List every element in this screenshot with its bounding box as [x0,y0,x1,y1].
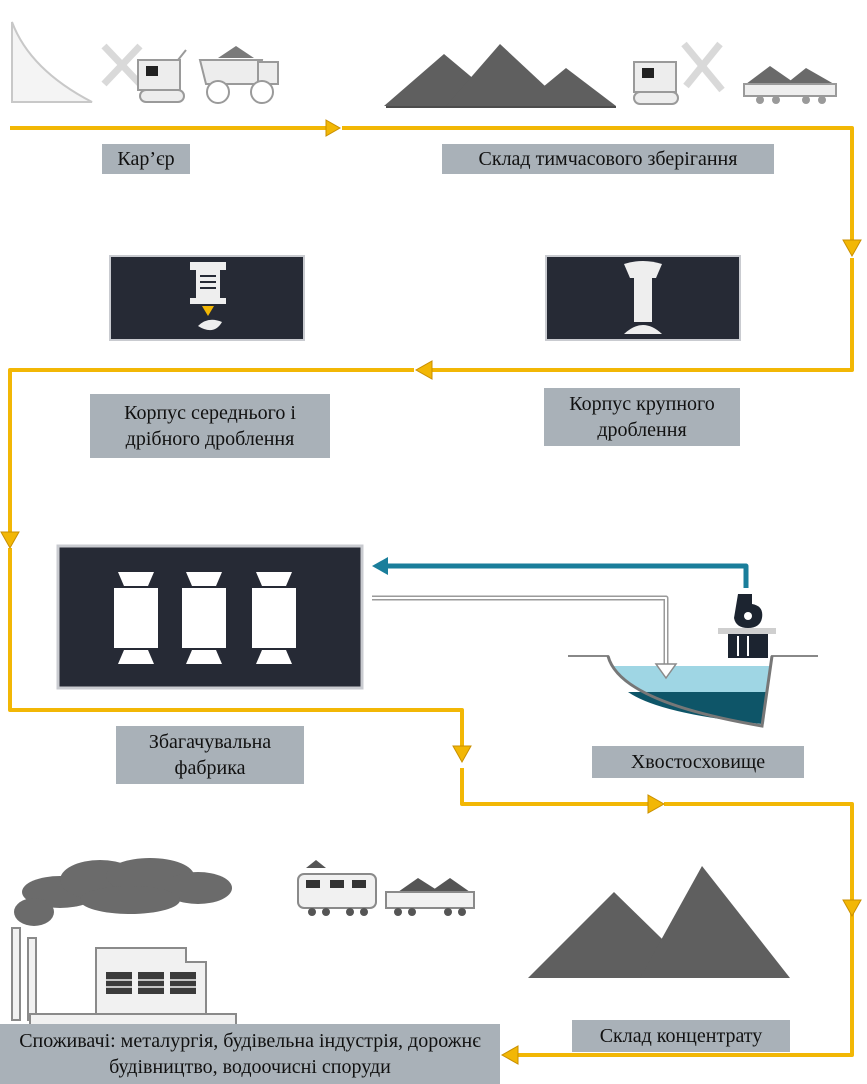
tailings-flow-line [372,595,678,680]
enrichment-plant-panel [56,544,364,690]
stockpile-icon [384,44,616,108]
excavator-icon [101,43,187,103]
arrow-right-icon [647,794,666,814]
label-temporary-storage: Склад тимчасового зберігання [442,144,774,174]
factory-icon [11,927,237,1027]
water-return-line [372,557,749,588]
gyratory-crusher-icon [624,261,662,334]
arrow-left-icon [500,1045,519,1065]
label-tailings: Хвостосховище [592,746,804,778]
main-flow-line [8,126,854,1057]
arrow-right-icon [325,119,342,137]
label-medium-fine-crushing: Корпус середнього і дрібного дроблення [90,394,330,458]
arrow-down-icon [452,745,472,764]
arrow-down-icon [842,239,862,258]
tailings-pond-icon [568,655,818,728]
arrow-down-icon [654,663,678,680]
separator-icon [114,572,296,664]
coarse-crushing-panel [545,255,741,341]
quarry-slope-icon [11,21,93,103]
rail-wagon-icon [743,66,837,104]
label-enrichment-plant: Збагачувальна фабрика [116,726,304,784]
arrow-left-icon [372,557,388,575]
arrow-down-icon [842,899,862,918]
train-icon [297,860,475,916]
cone-crusher-icon [190,262,226,331]
label-quarry: Кар’єр [102,144,190,174]
dump-truck-icon [198,46,279,104]
pump-station-icon [718,594,776,658]
label-consumers: Споживачі: металургія, будівельна індуст… [0,1024,500,1084]
arrow-down-icon [0,531,20,550]
medium-fine-crushing-panel [109,255,305,341]
excavator-icon [633,41,725,105]
label-concentrate-storage: Склад концентрату [572,1020,790,1052]
concentrate-stockpile-icon [528,866,790,978]
arrow-left-icon [414,360,433,380]
smoke-cloud-icon [14,858,232,926]
label-coarse-crushing: Корпус крупного дроблення [544,388,740,446]
